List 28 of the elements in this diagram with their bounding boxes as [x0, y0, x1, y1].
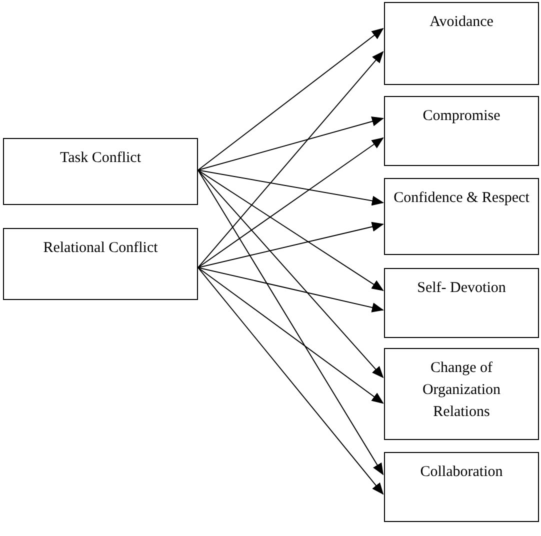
- process-box: [384, 452, 539, 522]
- process-box: [3, 228, 198, 300]
- box-label: Avoidance: [430, 13, 494, 32]
- process-box: [384, 268, 539, 338]
- process-box: [3, 138, 198, 205]
- arrow: [198, 267, 384, 495]
- box-label: Task Conflict: [60, 149, 142, 168]
- arrow: [198, 267, 384, 404]
- box-label: Self- Devotion: [417, 279, 506, 298]
- box-label: Collaboration: [420, 463, 503, 482]
- arrow: [198, 170, 384, 206]
- arrow: [198, 51, 384, 268]
- box-label: Compromise: [422, 107, 500, 126]
- arrow: [198, 170, 384, 291]
- arrow: [198, 222, 384, 268]
- process-box: [384, 2, 539, 85]
- arrow: [198, 170, 384, 378]
- box-label: Change of Organization Relations: [421, 359, 502, 422]
- arrow: [198, 116, 384, 171]
- arrow: [198, 267, 384, 312]
- arrow: [198, 28, 384, 171]
- box-label: Relational Conflict: [43, 239, 158, 258]
- box-label: Confidence & Respect: [394, 189, 530, 208]
- process-box: [384, 96, 539, 166]
- arrow: [198, 137, 384, 268]
- process-box: [384, 348, 539, 440]
- process-box: [384, 178, 539, 255]
- arrow: [198, 170, 384, 476]
